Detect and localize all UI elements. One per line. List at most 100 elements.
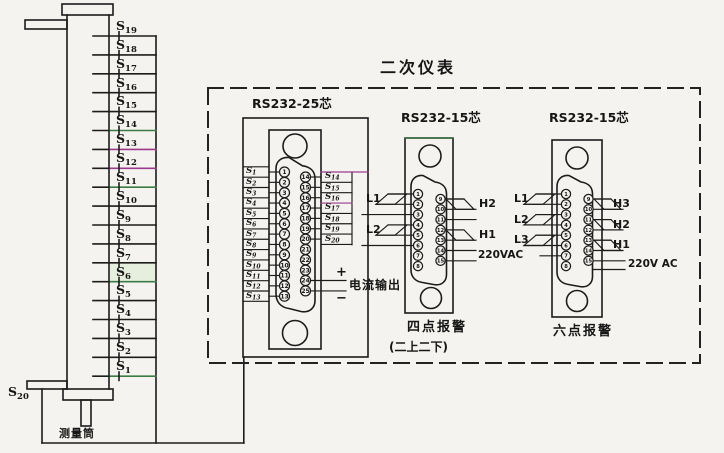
pin-circle — [583, 193, 594, 205]
tube-level-label: S9 — [116, 206, 131, 225]
pin-number: 5 — [416, 233, 420, 239]
tube-level-label: S16 — [116, 74, 137, 93]
relay-contact-symbol — [374, 224, 409, 236]
pin-number: 3 — [564, 213, 568, 219]
pin-circle — [435, 245, 446, 256]
pin-number: 11 — [585, 218, 593, 224]
pin-circle — [560, 260, 572, 272]
pin-number: 4 — [416, 223, 420, 229]
pin-number: 6 — [416, 243, 420, 249]
pin-number: 2 — [282, 179, 286, 186]
pin-circle — [435, 193, 446, 205]
pin-circle — [560, 240, 572, 251]
pin-number: 14 — [437, 248, 445, 254]
connector-pin-label: S18 — [325, 212, 340, 224]
pin-number: 14 — [301, 174, 309, 181]
pin-number: 6 — [282, 221, 286, 228]
relay-contact-symbol — [522, 214, 557, 226]
alarm-contact-label: L1 — [514, 192, 529, 205]
connector-pin-label: S2 — [246, 176, 257, 188]
pin-number: 4 — [564, 223, 568, 229]
tube-level-label: S1 — [116, 358, 131, 376]
tube-level-label: S20 — [8, 384, 29, 402]
alarm-contact-label: L1 — [366, 192, 381, 205]
pin-number: 2 — [416, 202, 420, 208]
pin-number: 10 — [280, 262, 288, 269]
pin-number: 3 — [416, 213, 420, 219]
pin-circle — [412, 240, 424, 251]
pin-number: 25 — [301, 288, 309, 295]
tube-level-label: S17 — [116, 55, 137, 74]
mounting-hole-icon — [418, 144, 442, 168]
pin-number: 5 — [282, 211, 286, 218]
current-output-label: 电流输出 — [349, 278, 402, 292]
pin-number: 7 — [282, 231, 286, 238]
connector-pin-label: S14 — [325, 171, 340, 182]
tube-level-label: S6 — [116, 263, 131, 282]
pin-circle — [583, 224, 594, 236]
pin-number: 9 — [587, 197, 591, 203]
power-label-four: 220VAC — [478, 249, 524, 261]
scan-tint — [110, 263, 155, 282]
pin-number: 8 — [564, 264, 568, 270]
measuring-tube — [24, 3, 114, 427]
tube-stem — [80, 399, 92, 427]
connector-pin-label: S5 — [246, 207, 257, 219]
pin-circle — [435, 255, 446, 267]
tube-level-label: S15 — [116, 93, 137, 112]
pin-circle — [583, 204, 594, 215]
pin-circle — [412, 209, 424, 220]
tube-inlet-pipe — [24, 19, 68, 30]
pin-number: 1 — [282, 169, 286, 176]
pin-number: 10 — [437, 207, 445, 213]
pin-number: 9 — [439, 197, 443, 203]
pin-number: 7 — [564, 254, 568, 260]
pin-circle — [412, 260, 424, 272]
pin-number: 12 — [585, 228, 593, 234]
pin-number: 6 — [564, 243, 568, 249]
pin-number: 9 — [282, 252, 286, 259]
alarm-contact-label: H3 — [613, 197, 630, 210]
pin-number: 13 — [280, 293, 288, 300]
relay-contact-symbol — [522, 234, 557, 247]
pin-number: 11 — [437, 218, 445, 224]
connector-pin-label: S20 — [325, 233, 340, 244]
pin-circle — [583, 214, 594, 225]
connector-15pin-four-title: RS232-15芯 — [401, 110, 481, 125]
secondary-instrument-title: 二次仪表 — [380, 58, 457, 77]
pin-number: 8 — [282, 242, 286, 249]
pin-circle — [412, 250, 424, 262]
tube-level-label: S8 — [116, 225, 131, 244]
pin-number: 14 — [585, 248, 593, 254]
pin-circle — [560, 250, 572, 262]
connector-pin-label: S13 — [246, 290, 261, 302]
connector-pin-label: S15 — [325, 181, 340, 193]
pin-circle — [412, 188, 424, 200]
pin-number: 4 — [282, 200, 286, 207]
pin-number: 13 — [585, 238, 593, 244]
pin-circle — [560, 219, 572, 231]
alarm-contact-label: H1 — [613, 238, 630, 252]
pin-number: 15 — [301, 184, 309, 191]
relay-contact-symbol — [374, 193, 409, 205]
pin-circle — [583, 255, 594, 267]
pin-circle — [583, 245, 594, 256]
connector-25pin-body — [242, 117, 369, 358]
pin-number: 16 — [301, 195, 309, 202]
connector-pin-label: S7 — [246, 228, 257, 239]
mounting-hole-icon — [281, 319, 309, 347]
connector-15pin-six — [522, 139, 626, 318]
connector-pin-label: S11 — [246, 269, 261, 281]
pin-number: 3 — [282, 190, 286, 197]
pin-number: 13 — [437, 238, 445, 244]
pin-circle — [560, 188, 572, 200]
connector-pin-label: S12 — [246, 280, 261, 291]
pin-circle — [435, 214, 446, 225]
dsub-face — [556, 174, 594, 288]
tube-level-label: S13 — [116, 131, 137, 150]
pin-circle — [583, 234, 594, 246]
alarm-contact-label: L2 — [514, 212, 529, 226]
pin-circle — [278, 290, 291, 302]
alarm-contact-label: L2 — [366, 223, 381, 236]
